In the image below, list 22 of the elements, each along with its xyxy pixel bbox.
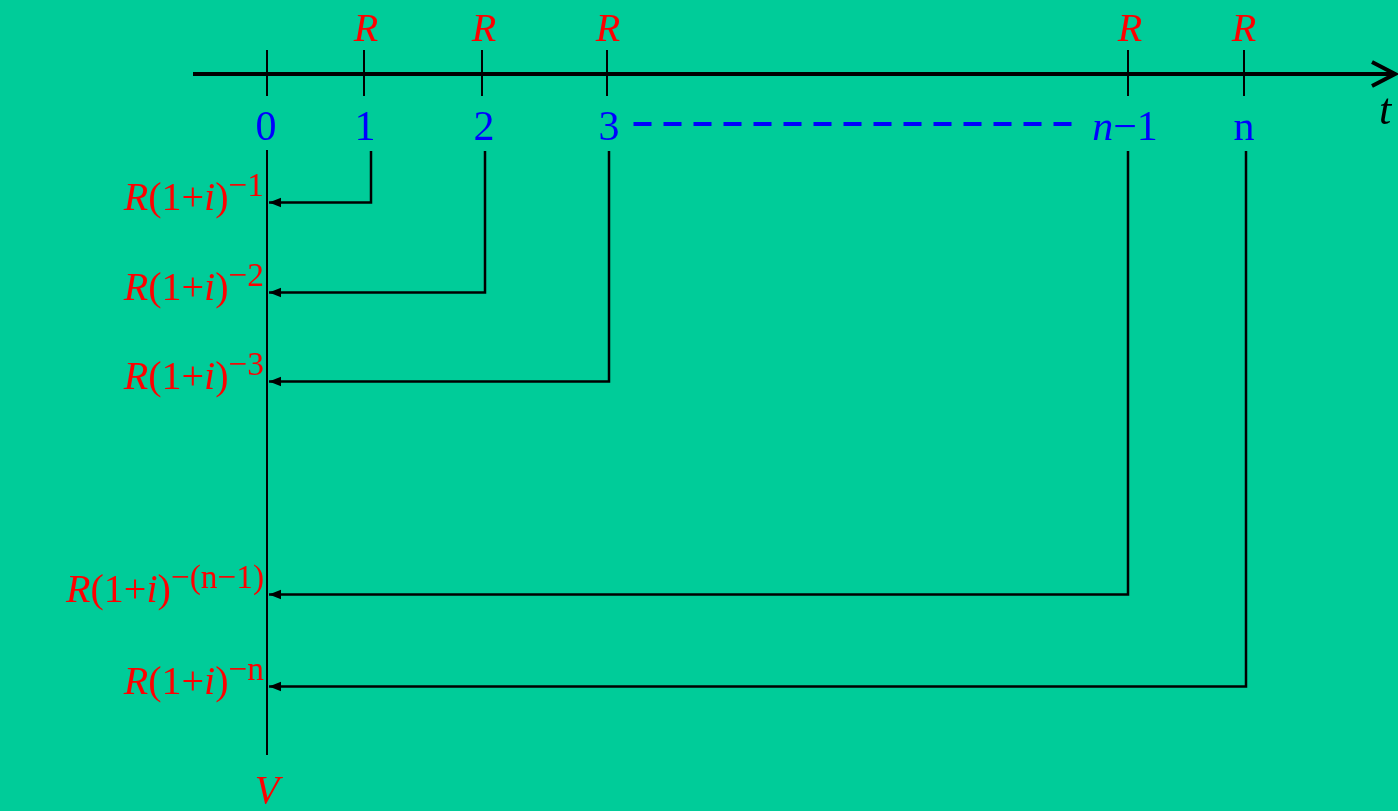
period-number: n bbox=[1233, 105, 1255, 147]
arrow bbox=[269, 151, 487, 298]
arrow bbox=[269, 151, 611, 387]
payment-label: R bbox=[1117, 8, 1143, 48]
payment-label: R bbox=[353, 8, 379, 48]
discounted-payment: R(1+i)$^{−3}$ bbox=[123, 347, 264, 397]
period-number: n−1 bbox=[1092, 105, 1158, 147]
period-number: 1 bbox=[354, 105, 376, 147]
period-number: 3 bbox=[598, 105, 620, 147]
discounted-payment: R(1+i)$^{−1}$ bbox=[123, 168, 264, 218]
discounted-payment: R(1+i)$^{−n}$ bbox=[123, 652, 264, 702]
arrow bbox=[269, 151, 1248, 692]
payment-label: R bbox=[1231, 8, 1257, 48]
axis-label: t bbox=[1378, 88, 1392, 132]
payment-label: R bbox=[595, 8, 621, 48]
period-number: 0 bbox=[255, 105, 277, 147]
payment-label: R bbox=[471, 8, 497, 48]
arrow bbox=[269, 151, 373, 208]
arrow bbox=[269, 151, 1130, 600]
discounted-payment: R(1+i)$^{−(n−1)}$ bbox=[66, 560, 264, 610]
discounted-payment: R(1+i)$^{−2}$ bbox=[123, 258, 264, 308]
period-number: 2 bbox=[473, 105, 495, 147]
